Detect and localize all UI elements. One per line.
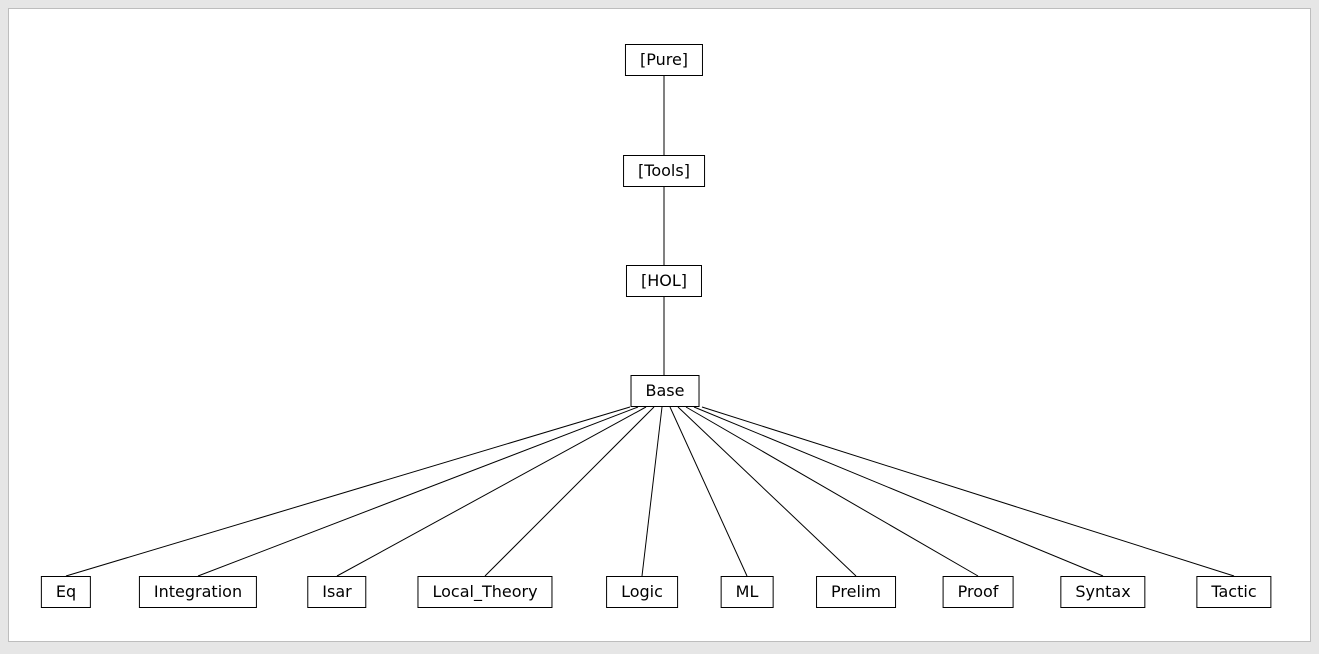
diagram-canvas	[8, 8, 1311, 642]
node-proof[interactable]: Proof	[942, 576, 1014, 608]
node-tools-label: [Tools]	[638, 161, 690, 180]
node-tactic-label: Tactic	[1211, 582, 1257, 601]
node-logic-label: Logic	[621, 582, 663, 601]
node-proof-label: Proof	[957, 582, 999, 601]
node-local-theory-label: Local_Theory	[432, 582, 538, 601]
node-tools[interactable]: [Tools]	[623, 155, 705, 187]
node-ml[interactable]: ML	[720, 576, 774, 608]
node-ml-label: ML	[735, 582, 759, 601]
node-isar-label: Isar	[322, 582, 352, 601]
node-logic[interactable]: Logic	[606, 576, 678, 608]
node-eq-label: Eq	[55, 582, 77, 601]
node-integration-label: Integration	[153, 582, 243, 601]
node-base[interactable]: Base	[630, 375, 700, 407]
node-prelim-label: Prelim	[831, 582, 881, 601]
node-isar[interactable]: Isar	[307, 576, 367, 608]
node-eq[interactable]: Eq	[40, 576, 92, 608]
node-hol-label: [HOL]	[640, 271, 688, 290]
node-local-theory[interactable]: Local_Theory	[417, 576, 553, 608]
node-prelim[interactable]: Prelim	[816, 576, 896, 608]
node-base-label: Base	[645, 381, 685, 400]
node-syntax-label: Syntax	[1075, 582, 1131, 601]
node-integration[interactable]: Integration	[138, 576, 258, 608]
node-syntax[interactable]: Syntax	[1060, 576, 1146, 608]
node-pure-label: [Pure]	[639, 50, 689, 69]
node-hol[interactable]: [HOL]	[625, 265, 703, 297]
node-pure[interactable]: [Pure]	[624, 44, 704, 76]
node-tactic[interactable]: Tactic	[1196, 576, 1272, 608]
